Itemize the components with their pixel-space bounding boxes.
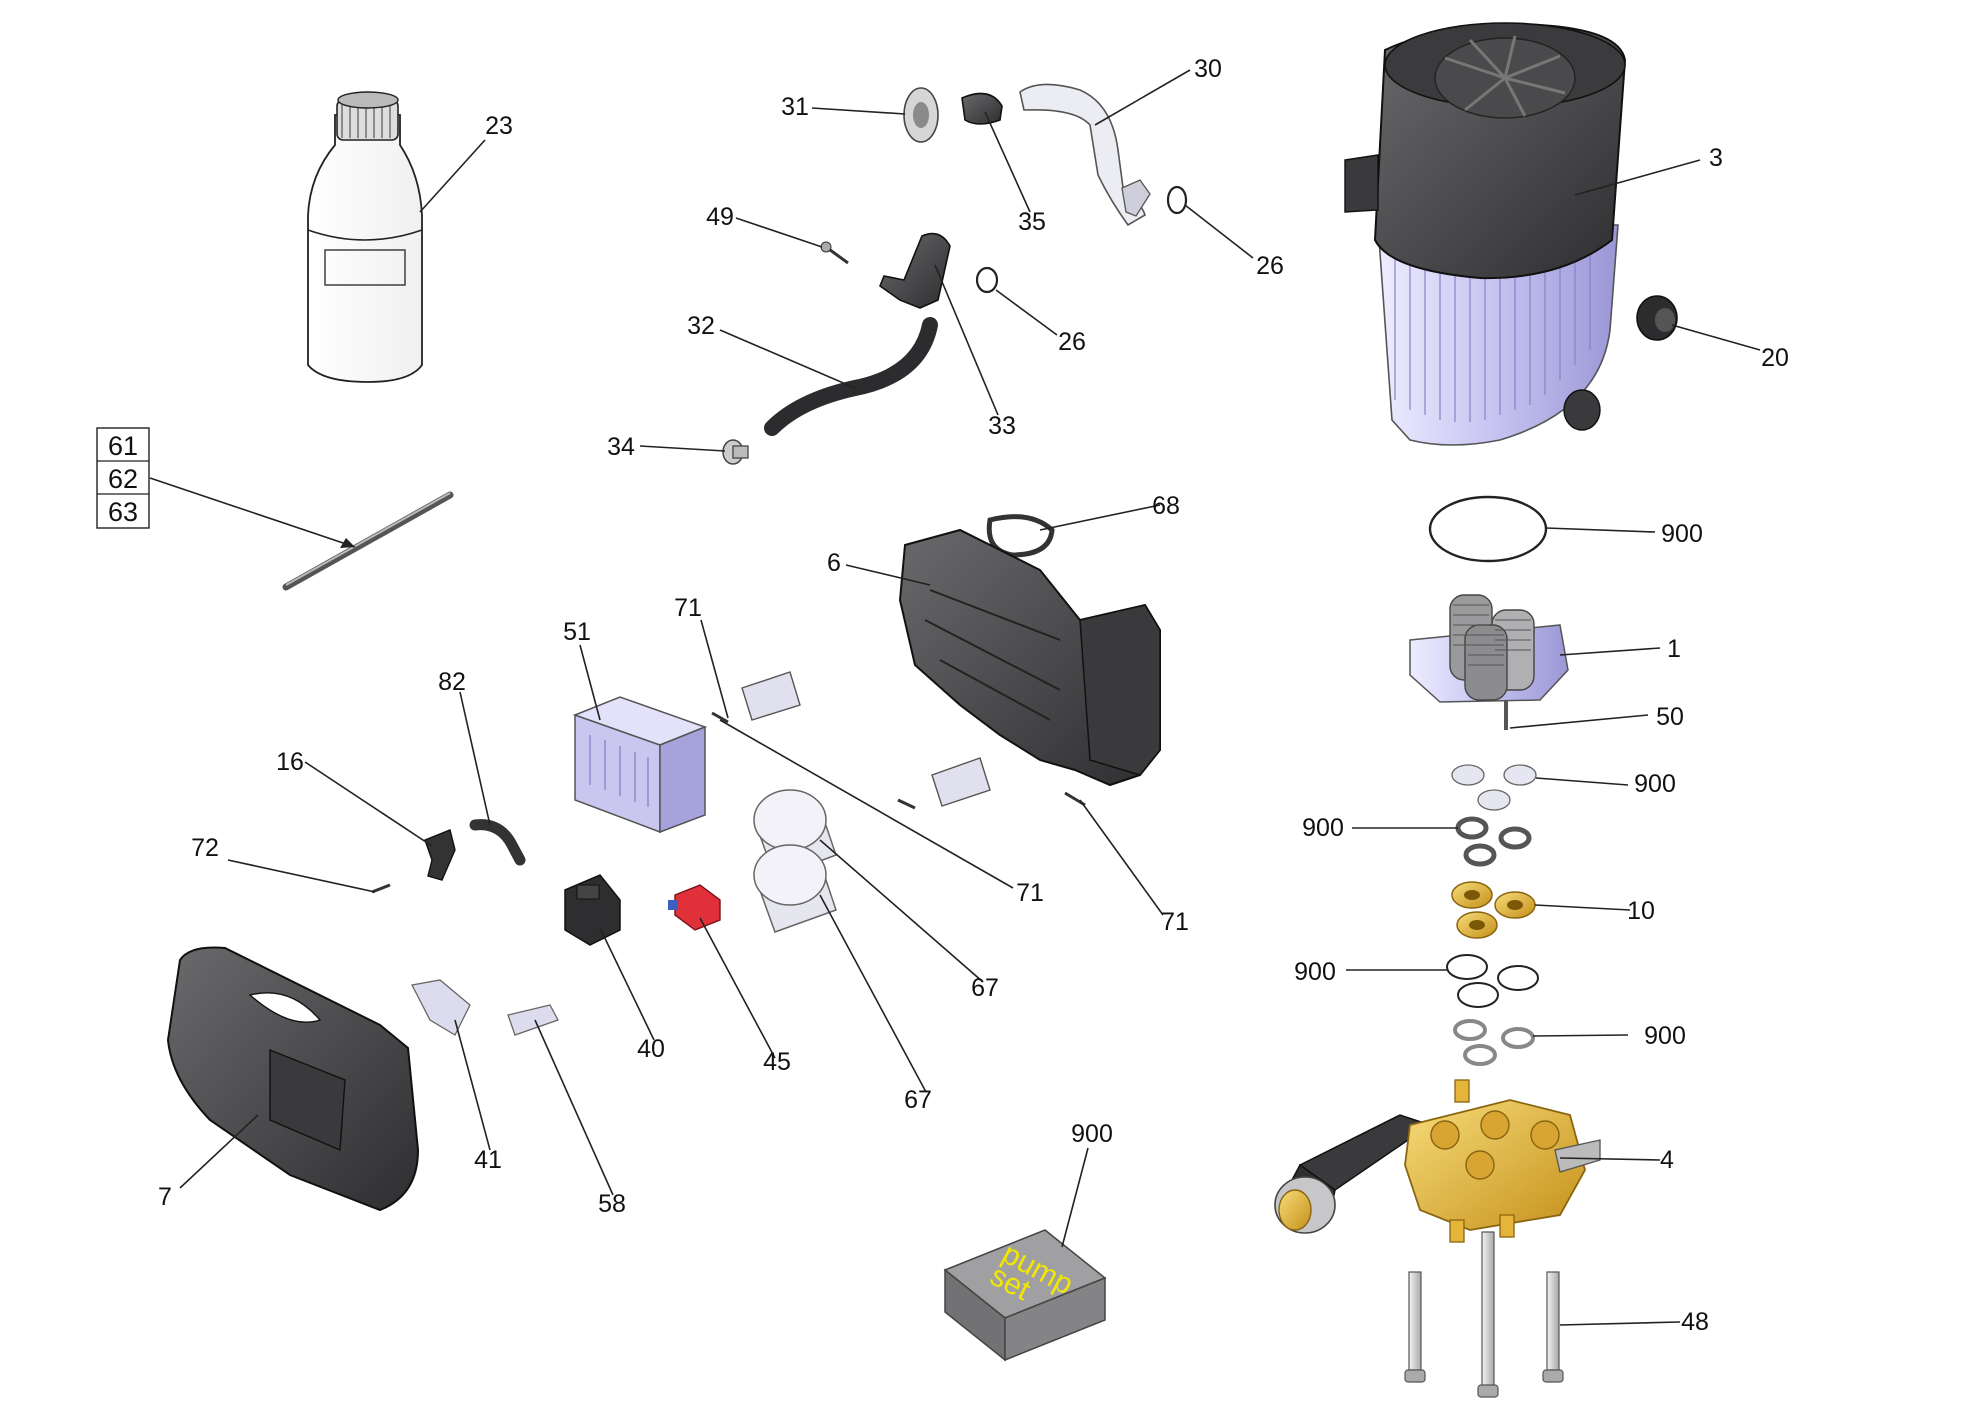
callout-16: 16 — [276, 748, 304, 776]
callout-7: 7 — [158, 1183, 172, 1211]
washers-part-900e — [1453, 1019, 1535, 1066]
oil-bottle-part — [307, 91, 423, 383]
callout-900-seals: 900 — [1634, 770, 1676, 798]
brass-valve-part-10 — [1451, 881, 1536, 939]
callout-6: 6 — [827, 549, 841, 577]
fitting-part-34 — [722, 439, 749, 465]
knob-part-20 — [1636, 295, 1678, 341]
seal-set-part-900b — [1451, 764, 1537, 811]
callout-71-right: 71 — [1161, 908, 1189, 936]
brackets-part-71 — [711, 671, 1086, 810]
callout-900-oring: 900 — [1661, 520, 1703, 548]
callout-3: 3 — [1709, 144, 1723, 172]
screw-part-49 — [820, 241, 849, 265]
callout-51: 51 — [563, 618, 591, 646]
pump-set-box-part-900f: pump set — [943, 1229, 1107, 1362]
callout-35: 35 — [1018, 208, 1046, 236]
callout-71-top: 71 — [674, 594, 702, 622]
o-ring-part-900a — [1428, 495, 1548, 563]
callout-45: 45 — [763, 1048, 791, 1076]
terminal-part-45 — [668, 884, 721, 931]
callout-20: 20 — [1761, 344, 1789, 372]
sleeve-part-35 — [961, 92, 1003, 125]
callout-23: 23 — [485, 112, 513, 140]
callout-900-orings: 900 — [1294, 958, 1336, 986]
callout-48: 48 — [1681, 1308, 1709, 1336]
callout-71-mid: 71 — [1016, 879, 1044, 907]
callout-49: 49 — [706, 203, 734, 231]
callout-58: 58 — [598, 1190, 626, 1218]
o-rings-part-900d — [1446, 954, 1539, 1008]
callout-1: 1 — [1667, 635, 1681, 663]
callout-34: 34 — [607, 433, 635, 461]
housing-part-6 — [898, 528, 1161, 787]
callout-10: 10 — [1627, 897, 1655, 925]
o-ring-part-26a — [1166, 185, 1188, 215]
callout-26-mid: 26 — [1058, 328, 1086, 356]
label-62: 62 — [108, 464, 138, 494]
callout-41: 41 — [474, 1146, 502, 1174]
elbow-hose-part-30 — [1019, 83, 1151, 227]
callout-31: 31 — [781, 93, 809, 121]
holder-part-58 — [507, 1004, 559, 1036]
clip-part-16 — [424, 829, 456, 881]
screw-part-72 — [371, 883, 391, 894]
switch-part-40 — [564, 874, 621, 946]
label-63: 63 — [108, 497, 138, 527]
capacitor-part-67b — [753, 844, 837, 933]
callout-4: 4 — [1660, 1146, 1674, 1174]
relay-part-51 — [572, 696, 708, 834]
hose-part-32 — [764, 317, 938, 436]
callout-32: 32 — [687, 312, 715, 340]
callout-900-washers: 900 — [1644, 1022, 1686, 1050]
o-ring-part-26b — [975, 266, 999, 294]
grommet-part-31 — [903, 87, 939, 143]
callout-40: 40 — [637, 1035, 665, 1063]
callout-82: 82 — [438, 668, 466, 696]
connector-part-33 — [879, 232, 951, 309]
callout-900-rings: 900 — [1302, 814, 1344, 842]
part-number-box-61-62-63: 61 62 63 — [96, 427, 150, 529]
gasket-part-68 — [986, 514, 1055, 558]
cylinder-head-part-1 — [1409, 594, 1569, 730]
cable-part-82 — [469, 819, 526, 866]
bolts-part-48 — [1404, 1231, 1564, 1398]
holder-part-41 — [411, 979, 471, 1036]
callout-50: 50 — [1656, 703, 1684, 731]
motor-part-3 — [1344, 22, 1678, 446]
callout-67-bottom: 67 — [904, 1086, 932, 1114]
callout-67-top: 67 — [971, 974, 999, 1002]
callout-26-top: 26 — [1256, 252, 1284, 280]
cover-part-7 — [166, 946, 420, 1212]
callout-30: 30 — [1194, 55, 1222, 83]
callout-72: 72 — [191, 834, 219, 862]
label-61: 61 — [108, 431, 138, 461]
seal-rings-part-900c — [1455, 816, 1532, 867]
callout-900-pump-set: 900 — [1071, 1120, 1113, 1148]
callout-numbers: 23 31 30 35 26 49 26 32 33 34 3 20 68 6 … — [158, 55, 1789, 1336]
leader-lines — [149, 69, 1761, 1326]
callout-68: 68 — [1152, 492, 1180, 520]
pump-body-part-4 — [1274, 1079, 1601, 1243]
rod-part — [282, 491, 454, 591]
callout-33: 33 — [988, 412, 1016, 440]
